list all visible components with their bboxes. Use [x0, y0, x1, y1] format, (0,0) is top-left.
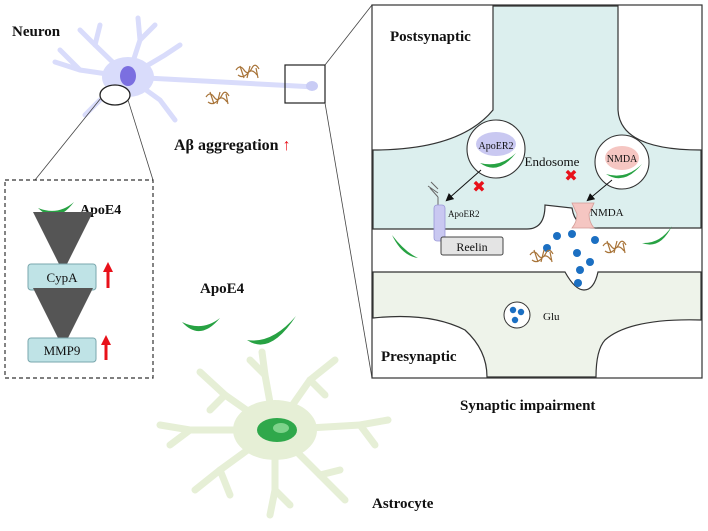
- presynaptic-label: Presynaptic: [381, 349, 457, 365]
- reelin-branches: [427, 181, 439, 205]
- ab-aggregate: [529, 249, 554, 263]
- zoom-line-top: [324, 4, 373, 66]
- reelin-box: [440, 236, 504, 256]
- ab-aggregation-label: Aβ aggregation ↑: [174, 137, 291, 154]
- postsynaptic-label: Postsynaptic: [390, 29, 471, 45]
- neuron-cell: [52, 15, 318, 123]
- presynaptic-terminal: [372, 271, 702, 378]
- glu-vesicle: [503, 301, 531, 329]
- internalization-arrow-apoer2: [445, 169, 482, 202]
- apoer2-membrane-label: ApoER2: [448, 209, 480, 219]
- block-mark-nmda: ✖: [564, 166, 577, 185]
- apoe4-inset-label: ApoE4: [80, 203, 121, 218]
- nmda-membrane-receptor: [571, 202, 595, 229]
- synaptic-impairment-label: Synaptic impairment: [460, 398, 595, 414]
- apoe4-in-endosome: [606, 164, 642, 179]
- mmp9-label: MMP9: [44, 343, 81, 358]
- astrocyte-cell: [156, 348, 392, 519]
- apoe4-molecule: [182, 318, 220, 332]
- neuron-label: Neuron: [12, 24, 61, 40]
- neuron-zoom-circle: [99, 84, 131, 106]
- glutamate-dots: [543, 230, 599, 287]
- block-mark-apoer2: ✖: [472, 177, 485, 196]
- endosome-label: Endosome: [525, 154, 580, 169]
- glu-label: Glu: [543, 311, 560, 323]
- zoom-line-right: [127, 99, 154, 181]
- neuron-nucleus: [120, 66, 136, 86]
- nmda-vesicle-receptor: [605, 146, 639, 170]
- apoe4-in-vesicle: [480, 153, 516, 168]
- apoer2-membrane-receptor: [433, 204, 446, 242]
- mmp9-box: [27, 337, 97, 363]
- ab-aggregate: [235, 64, 260, 79]
- apoe4-molecule: [247, 316, 296, 345]
- internalization-arrow-nmda: [586, 179, 613, 202]
- nmda-vesicle-label: NMDA: [607, 154, 638, 165]
- nmda-membrane-label: NMDA: [590, 207, 624, 219]
- apoe4-main-label: ApoE4: [200, 281, 245, 297]
- ab-aggregate: [602, 240, 627, 254]
- cypa-label: CypA: [46, 270, 78, 285]
- astrocyte-label: Astrocyte: [372, 496, 434, 512]
- apoer2-vesicle-label: ApoER2: [479, 141, 514, 152]
- apoer2-vesicle-receptor: [476, 132, 516, 156]
- zoom-line-left: [34, 97, 102, 181]
- axon-zoom-box: [284, 64, 326, 104]
- apoe4-cleft: [642, 226, 672, 245]
- reelin-label: Reelin: [456, 240, 487, 254]
- ab-aggregate: [205, 91, 230, 105]
- zoom-line-bottom: [324, 102, 373, 379]
